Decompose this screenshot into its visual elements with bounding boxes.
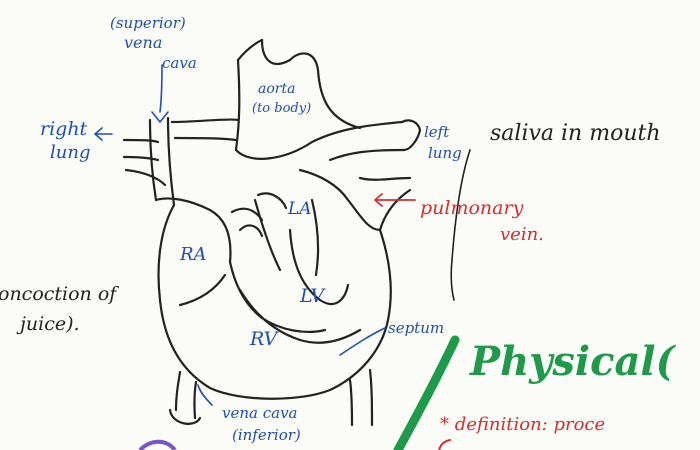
note-physical-heading: Physical( xyxy=(469,338,677,385)
label-superior: (superior) xyxy=(110,14,186,32)
septum-pointer-line xyxy=(340,328,385,355)
cava-arrowhead xyxy=(152,112,168,122)
label-lv: LV xyxy=(299,285,326,307)
partial-purple-mark xyxy=(140,442,175,450)
blue-labels: (superior) vena cava aorta (to body) rig… xyxy=(40,14,462,444)
label-to-body: (to body) xyxy=(252,101,311,116)
red-labels: pulmonary vein. * definition: proce xyxy=(420,197,605,435)
label-left-lung: lung xyxy=(428,144,462,162)
note-concoction: oncoction of xyxy=(0,283,119,305)
label-rv: RV xyxy=(249,328,280,350)
label-ra: RA xyxy=(179,244,207,265)
note-definition: * definition: proce xyxy=(440,414,605,435)
label-vena-cava: vena cava xyxy=(222,404,297,422)
label-vena: vena xyxy=(124,33,162,52)
black-notes: saliva in mouth oncoction of juice). xyxy=(0,121,661,335)
label-la: LA xyxy=(287,199,312,219)
label-pulmonary: pulmonary xyxy=(420,197,524,219)
label-aorta: aorta xyxy=(258,81,295,97)
label-right-lung: lung xyxy=(50,142,90,163)
margin-brace-line xyxy=(451,150,470,300)
right-lung-arrow xyxy=(95,128,112,140)
label-left: left xyxy=(424,123,450,141)
note-saliva: saliva in mouth xyxy=(490,121,661,146)
label-cava: cava xyxy=(162,54,197,72)
heart-outline xyxy=(124,40,420,425)
label-inferior: (inferior) xyxy=(232,426,301,444)
label-right: right xyxy=(40,118,88,140)
label-pointers xyxy=(95,65,470,405)
cava-pointer-line xyxy=(160,65,162,112)
label-vein: vein. xyxy=(500,224,544,245)
note-juice: juice). xyxy=(16,313,80,335)
label-septum: septum xyxy=(388,319,444,337)
partial-red-mark xyxy=(439,440,450,450)
